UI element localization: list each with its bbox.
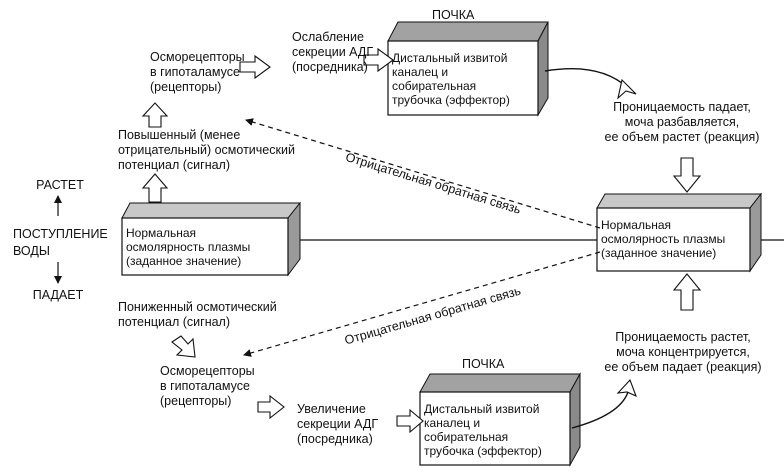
top-mediator-text: Ослабление секреции АДГ (посредника): [292, 30, 374, 74]
hollow-arrow-up-right: [672, 273, 702, 311]
right-plasma-box: [596, 192, 763, 273]
hollow-arrow-up-signal: [141, 173, 169, 203]
hollow-arrow-diag-bottom: [171, 335, 196, 358]
bottom-signal-text: Пониженный осмотический потенциал (сигна…: [118, 300, 277, 329]
bottom-mediator-text: Увеличение секреции АДГ (посредника): [297, 402, 379, 446]
curve-top: [544, 68, 629, 89]
left-plasma-box: [121, 201, 302, 277]
hollow-arrow-right-top1: [239, 54, 271, 80]
top-kidney-title: ПОЧКА: [432, 8, 475, 22]
top-effector-text: Дистальный извитой каналец и собирательн…: [392, 51, 510, 107]
right-box-text: Нормальная осмолярность плазмы (заданное…: [601, 218, 726, 260]
feedback-line-top: [245, 118, 601, 229]
curve-bottom: [571, 391, 629, 429]
curve-top-head: [617, 78, 637, 100]
rise-label: РАСТЕТ: [36, 178, 84, 192]
bottom-kidney-box: [419, 372, 581, 467]
top-reaction-text: Проницаемость падает, моча разбавляется,…: [604, 100, 760, 144]
bottom-kidney-title: ПОЧКА: [462, 357, 505, 371]
hollow-arrows: [141, 47, 702, 434]
hollow-arrow-right-bot2: [396, 408, 424, 434]
hollow-arrow-down-right: [672, 157, 702, 193]
hollow-arrow-right-bot1: [257, 394, 285, 420]
bottom-effector-text: Дистальный извитой каналец и собирательн…: [424, 402, 542, 458]
hollow-arrow-right-top2: [363, 47, 394, 73]
hollow-arrow-up-receptors: [141, 102, 169, 128]
bottom-reaction-text: Проницаемость растет, моча концентрирует…: [604, 330, 762, 374]
water-intake-label: ПОСТУПЛЕНИЕ ВОДЫ: [13, 227, 108, 258]
curve-bottom-head: [616, 378, 637, 398]
fall-label: ПАДАЕТ: [32, 288, 84, 302]
top-signal-text: Повышенный (менее отрицательный) осмотич…: [118, 128, 295, 172]
left-box-text: Нормальная осмолярность плазмы (заданное…: [126, 226, 251, 268]
bottom-receptors-text: Осморецепторы в гипоталамусе (рецепторы): [160, 364, 255, 408]
top-receptors-text: Осморецепторы в гипоталамусе (рецепторы): [150, 50, 245, 94]
feedback-line-bottom: [243, 251, 601, 357]
top-kidney-box: [387, 21, 549, 117]
